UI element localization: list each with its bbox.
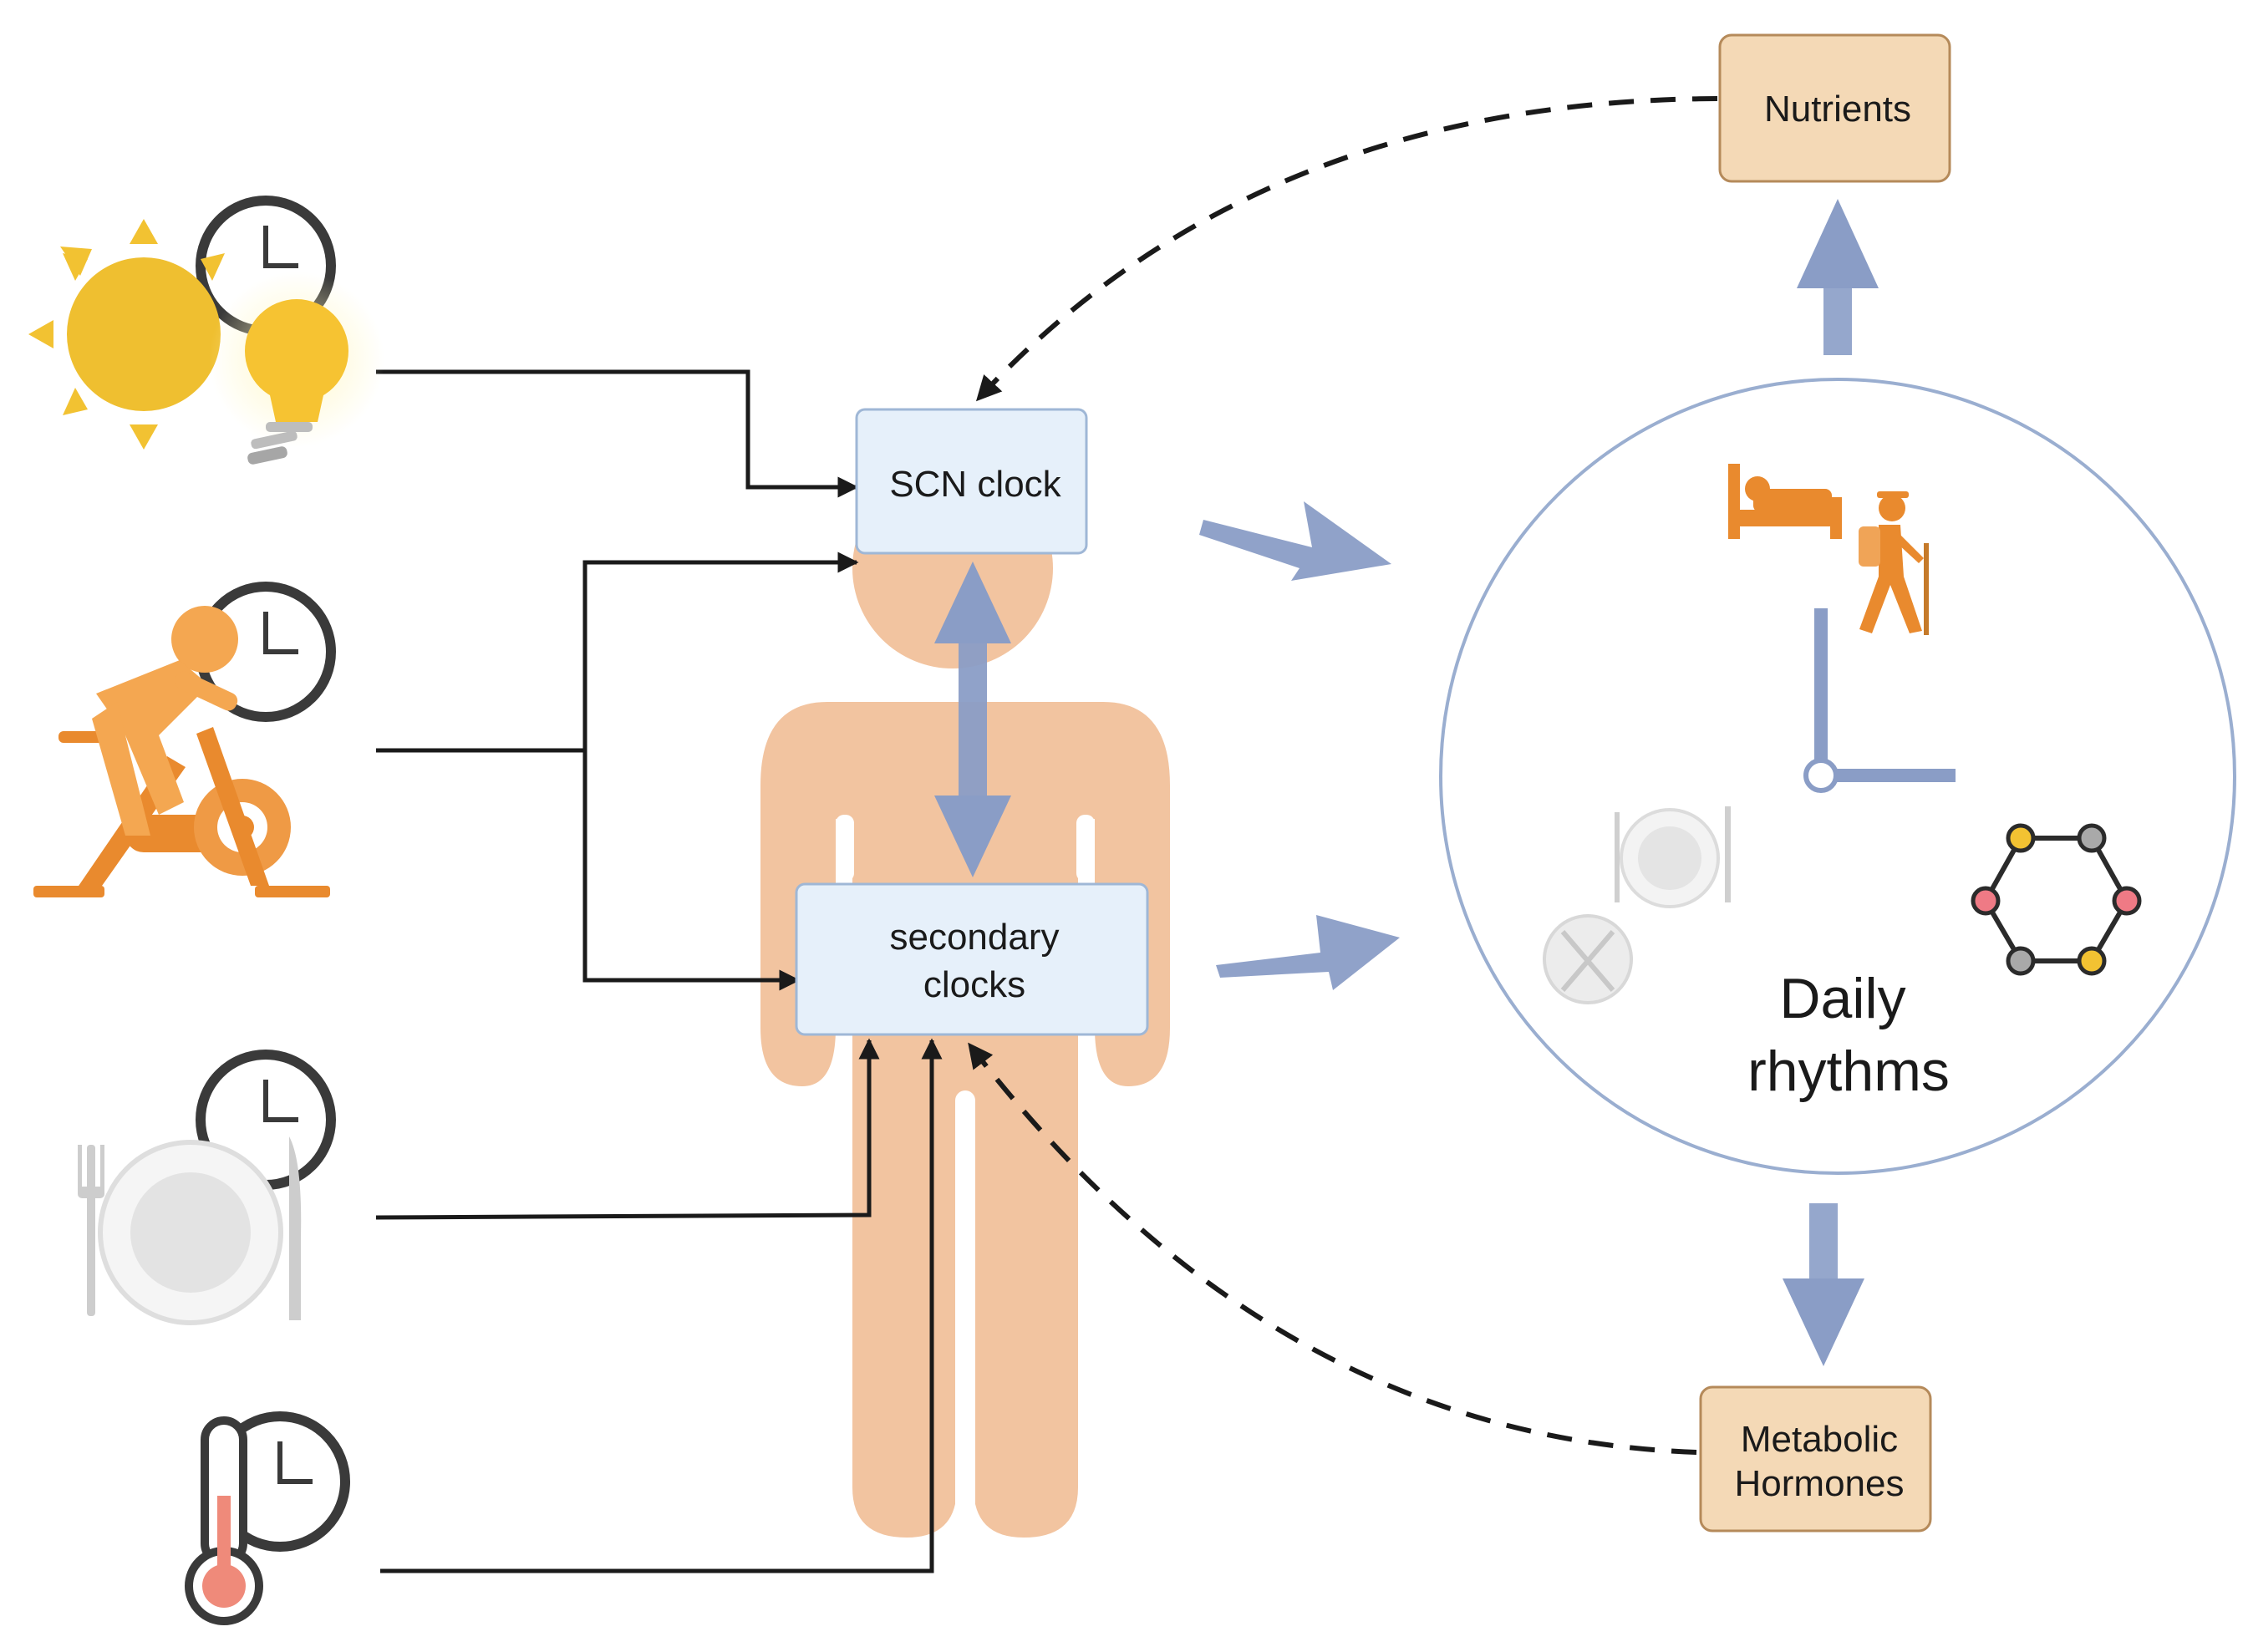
feedback-dashed-arrows — [967, 96, 1718, 1455]
metabolic-hormones-label-line1: Metabolic — [1741, 1419, 1898, 1460]
hormones-feedback-arrow — [967, 1042, 1697, 1455]
rhythms-to-hormones-arrow — [1783, 1203, 1864, 1366]
exercise-bike-icon — [33, 727, 330, 897]
rhythms-to-nutrients-arrow — [1797, 199, 1879, 355]
nutrients-node[interactable]: Nutrients — [1718, 33, 1951, 183]
exercise-to-secondary-connector — [582, 750, 801, 991]
clock-hands-icon — [1803, 608, 1956, 793]
secondary-clocks-node[interactable]: secondary clocks — [795, 882, 1149, 1036]
metabolic-hormones-node[interactable]: Metabolic Hormones — [1699, 1385, 1932, 1533]
knife-icon — [289, 1136, 302, 1320]
thermometer-clock-icon — [185, 1411, 350, 1625]
fork-icon — [78, 1145, 104, 1316]
cyclist-icon — [92, 606, 238, 836]
secondary-clocks-label-line2: clocks — [923, 964, 1025, 1005]
bed-icon — [1728, 464, 1842, 539]
exercise-bike-clock-icon — [33, 582, 336, 897]
molecule-ring-icon — [1971, 823, 2142, 976]
scn-clock-label: SCN clock — [889, 464, 1061, 505]
daily-rhythms-label-line1: Daily — [1779, 967, 1905, 1030]
plate-cutlery-clock-icon — [78, 1050, 336, 1325]
hiker-icon — [1859, 491, 1929, 635]
thermometer-icon — [185, 1416, 263, 1625]
nutrients-feedback-arrow — [975, 96, 1718, 402]
body-slits — [836, 815, 1095, 1525]
daily-rhythms-label-line2: rhythms — [1747, 1039, 1950, 1103]
lightbulb-icon — [245, 299, 348, 465]
sun-icon — [28, 219, 225, 450]
empty-plate-icon — [1543, 914, 1633, 1004]
light-to-scn-connector — [376, 369, 859, 498]
secondary-clocks-label-line1: secondary — [889, 917, 1059, 958]
temperature-to-secondary-connector — [380, 1038, 943, 1573]
plate-icon — [1615, 806, 1731, 908]
input-connectors — [375, 369, 943, 1573]
sun-lightbulb-clock-icon — [28, 196, 384, 465]
nutrients-label: Nutrients — [1764, 89, 1911, 130]
flow-arrows — [934, 199, 1879, 1366]
daily-rhythms-node: Daily rhythms — [1439, 378, 2236, 1175]
exercise-to-scn-connector — [582, 552, 859, 750]
feeding-to-secondary-connector — [375, 1038, 880, 1220]
scn-clock-node[interactable]: SCN clock — [855, 408, 1088, 555]
secondary-to-rhythms-arrow — [1216, 915, 1400, 990]
metabolic-hormones-label-line2: Hormones — [1735, 1463, 1905, 1504]
scn-to-rhythms-arrow — [1199, 501, 1391, 581]
plate-icon — [98, 1140, 283, 1325]
scn-secondary-double-arrow — [934, 562, 1011, 877]
